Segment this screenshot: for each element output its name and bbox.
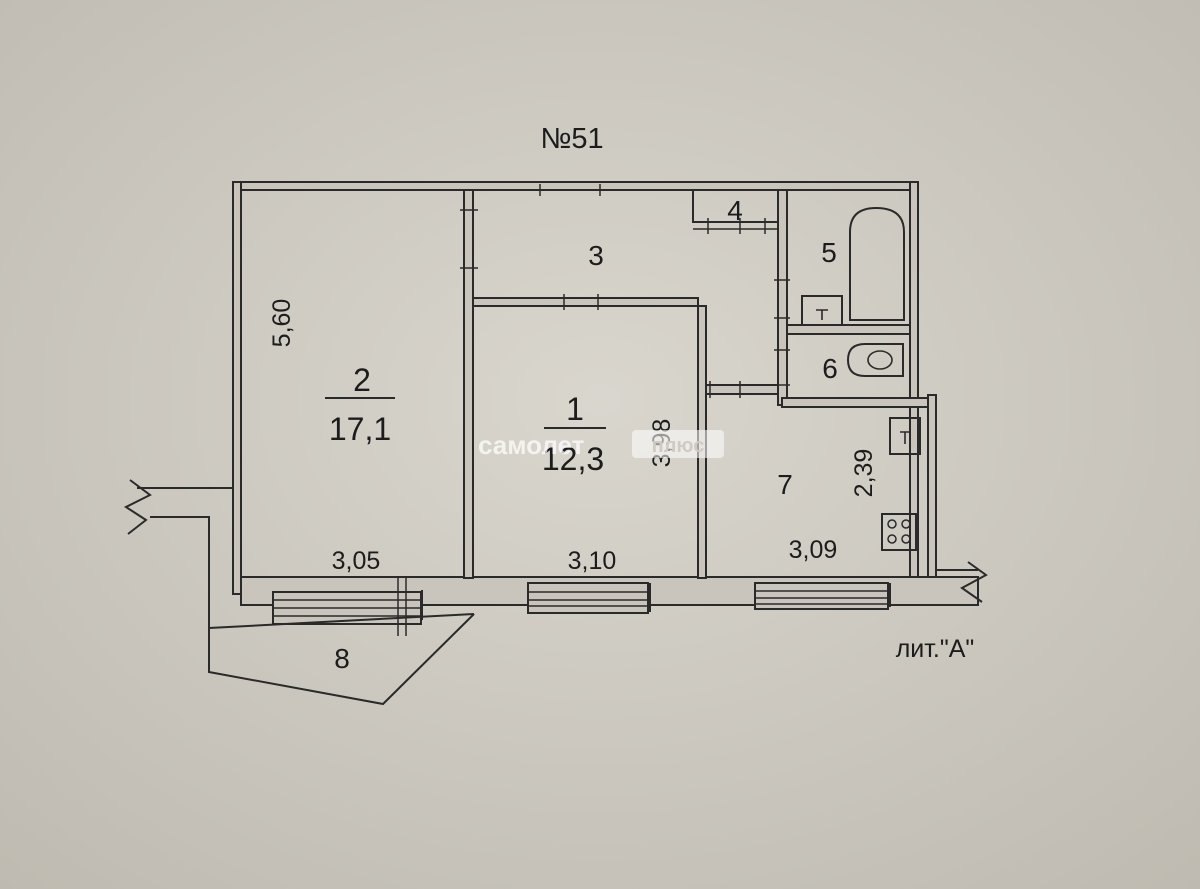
dim-room-7-width: 3,09 xyxy=(789,536,838,564)
outer-wall-right-lower xyxy=(927,394,937,578)
room-1-area: 12,3 xyxy=(542,441,604,477)
break-mark-right xyxy=(960,561,988,603)
closet-4-wall xyxy=(692,190,778,223)
room-4-number: 4 xyxy=(727,195,743,226)
wall-3-5 xyxy=(777,189,788,406)
wall-3-1 xyxy=(472,297,699,307)
wall-2-1 xyxy=(463,189,474,579)
balcony-8-outline xyxy=(150,516,475,706)
room-5-number: 5 xyxy=(821,237,837,268)
watermark-badge-bg xyxy=(632,430,724,458)
plan-title: №51 xyxy=(540,123,603,155)
dim-room-7-length: 2,39 xyxy=(850,449,878,498)
wall-5-6 xyxy=(786,324,911,335)
room-7-number: 7 xyxy=(777,469,793,500)
kitchen-sink-icon xyxy=(889,417,921,455)
dim-room-2-length: 5,60 xyxy=(268,299,296,348)
room-3-number: 3 xyxy=(588,240,604,271)
wall-6-7 xyxy=(781,397,929,408)
window-room-1 xyxy=(527,582,649,614)
stove-icon xyxy=(881,513,917,551)
room-6-number: 6 xyxy=(822,353,838,384)
walls xyxy=(123,181,988,706)
litera-label: лит."А" xyxy=(896,635,975,663)
dim-room-2-width: 3,05 xyxy=(332,547,381,575)
toilet-icon xyxy=(846,343,904,377)
dim-room-1-width: 3,10 xyxy=(568,547,617,575)
room-2-number: 2 xyxy=(353,362,371,398)
watermark-brand: самолет xyxy=(478,430,585,460)
watermark-badge: плюс xyxy=(652,435,705,457)
window-room-7 xyxy=(754,582,889,610)
room-1-number: 1 xyxy=(566,391,584,427)
washbasin-icon xyxy=(801,295,843,326)
room-2-area: 17,1 xyxy=(329,411,391,447)
watermark: самолет плюс xyxy=(478,430,724,460)
break-mark-left xyxy=(123,479,152,535)
wall-3-7 xyxy=(705,384,783,395)
bathtub-icon xyxy=(849,206,905,321)
outer-wall-top xyxy=(232,181,919,191)
outer-wall-left xyxy=(232,181,242,595)
fixtures xyxy=(801,206,921,551)
room-8-number: 8 xyxy=(334,643,350,674)
